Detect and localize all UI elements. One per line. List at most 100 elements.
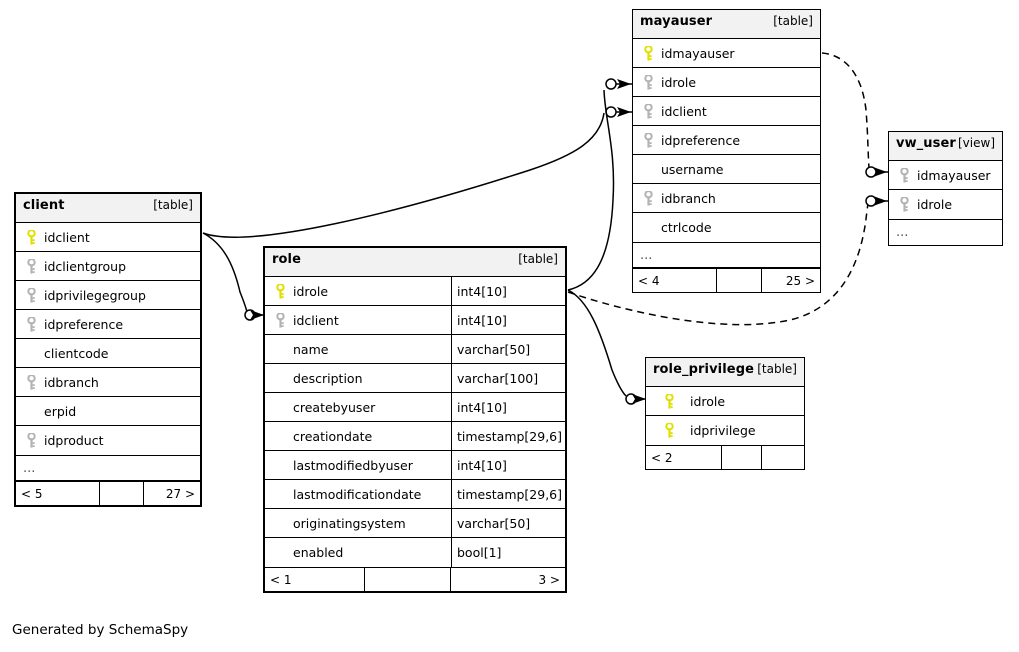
column-name-cell: idbranch <box>633 184 820 212</box>
entity-mayauser-header: mayauser [table] <box>633 10 820 39</box>
column-row[interactable]: idrole int4[10] <box>265 277 565 306</box>
entity-role-privilege-columns: idrole idprivilege <box>646 387 804 445</box>
entity-client[interactable]: client [table] idclient idclientgroup <box>14 192 202 507</box>
column-name-cell: idprivilegegroup <box>16 281 200 309</box>
column-label: idpreference <box>44 316 124 332</box>
column-label: enabled <box>293 545 344 560</box>
column-row[interactable]: idclient <box>16 223 200 252</box>
primary-key-icon <box>639 45 657 61</box>
column-name-cell: idclientgroup <box>16 252 200 280</box>
column-row[interactable]: name varchar[50] <box>265 335 565 364</box>
column-type: timestamp[29,6] <box>451 480 565 508</box>
outgoing-relationship-count[interactable]: 25 > <box>785 273 815 288</box>
column-row[interactable]: idbranch <box>16 368 200 397</box>
column-label: idclient <box>661 103 707 119</box>
column-name-cell: idrole <box>265 277 451 305</box>
column-label: idrole <box>661 74 697 90</box>
column-row[interactable]: lastmodificationdate timestamp[29,6] <box>265 480 565 509</box>
column-label: originatingsystem <box>293 515 406 531</box>
column-row[interactable]: description varchar[100] <box>265 364 565 393</box>
column-name-cell: erpid <box>16 397 200 425</box>
entity-mayauser-kind: [table] <box>773 14 813 28</box>
column-row[interactable]: idpreference <box>16 310 200 339</box>
entity-role[interactable]: role [table] idrole int4[10] idclient <box>263 246 567 593</box>
column-row[interactable]: idclient int4[10] <box>265 306 565 335</box>
entity-role-privilege[interactable]: role_privilege [table] idrole idprivileg… <box>645 357 805 470</box>
foreign-key-icon <box>22 258 40 274</box>
incoming-relationship-count[interactable]: < 1 <box>265 568 365 591</box>
column-label: ctrlcode <box>661 220 712 235</box>
footer-middle-cell <box>717 269 762 292</box>
column-type: varchar[100] <box>451 364 565 392</box>
column-label: idbranch <box>44 374 99 390</box>
column-label: lastmodifiedbyuser <box>293 457 413 473</box>
foreign-key-icon <box>22 316 40 332</box>
column-row[interactable]: erpid <box>16 397 200 426</box>
entity-mayauser[interactable]: mayauser [table] idmayauser idrole <box>632 9 821 293</box>
column-row[interactable]: idrole <box>633 68 820 97</box>
entity-vw-user[interactable]: vw_user [view] idmayauser idrole <box>888 131 1003 246</box>
column-label: idrole <box>917 197 953 212</box>
entity-role-footer: < 1 3 > <box>265 567 565 591</box>
column-row[interactable]: idprivilegegroup <box>16 281 200 310</box>
entity-role-columns: idrole int4[10] idclient int4[10] name <box>265 277 565 567</box>
column-label: idclient <box>293 312 339 328</box>
column-name-cell: description <box>265 364 451 392</box>
entity-role-name: role <box>272 252 302 267</box>
entity-role-privilege-kind: [table] <box>757 362 797 376</box>
column-row[interactable]: idproduct <box>16 426 200 455</box>
column-row[interactable]: idclientgroup <box>16 252 200 281</box>
column-row[interactable]: idrole <box>889 190 1002 219</box>
column-type: int4[10] <box>451 451 565 479</box>
column-row[interactable]: createbyuser int4[10] <box>265 393 565 422</box>
column-row[interactable]: idrole <box>646 387 804 416</box>
entity-vw-user-header: vw_user [view] <box>889 132 1002 161</box>
column-type: timestamp[29,6] <box>451 422 565 450</box>
foreign-key-icon <box>271 312 289 328</box>
column-row[interactable]: enabled bool[1] <box>265 538 565 567</box>
column-name-cell: name <box>265 335 451 363</box>
column-row[interactable]: idpreference <box>633 126 820 155</box>
outgoing-relationship-count[interactable]: 27 > <box>165 486 195 501</box>
entity-role-privilege-name: role_privilege <box>653 362 755 377</box>
entity-vw-user-name: vw_user <box>896 136 956 151</box>
column-row[interactable]: idclient <box>633 97 820 126</box>
column-row[interactable]: idmayauser <box>633 39 820 68</box>
outgoing-relationship-count <box>762 446 804 469</box>
footer-middle-cell <box>722 446 762 469</box>
column-row[interactable]: idprivilege <box>646 416 804 445</box>
column-name-cell: idproduct <box>16 426 200 455</box>
column-row[interactable]: idbranch <box>633 184 820 213</box>
column-row[interactable]: lastmodifiedbyuser int4[10] <box>265 451 565 480</box>
column-name-cell: ctrlcode <box>633 213 820 242</box>
column-row[interactable]: clientcode <box>16 339 200 368</box>
column-row[interactable]: username <box>633 155 820 184</box>
column-row[interactable]: creationdate timestamp[29,6] <box>265 422 565 451</box>
column-type: bool[1] <box>451 538 565 567</box>
column-name-cell: clientcode <box>16 339 200 367</box>
column-name-cell: lastmodifiedbyuser <box>265 451 451 479</box>
column-label: lastmodificationdate <box>293 486 422 502</box>
edge-mayauser-to-vwuser <box>821 52 888 178</box>
column-name-cell: idprivilege <box>646 416 804 445</box>
column-label: idmayauser <box>661 45 735 61</box>
more-columns-indicator: ... <box>889 219 1002 245</box>
incoming-relationship-count[interactable]: < 5 <box>16 482 100 505</box>
column-label: createbyuser <box>293 399 376 415</box>
incoming-relationship-count[interactable]: < 2 <box>646 446 722 469</box>
footer-middle-cell <box>100 482 144 505</box>
column-label: idclient <box>44 229 90 245</box>
column-label: idbranch <box>661 190 716 206</box>
diagram-caption: Generated by SchemaSpy <box>12 622 189 638</box>
column-type: int4[10] <box>451 306 565 334</box>
column-type: int4[10] <box>451 277 565 305</box>
foreign-key-icon <box>22 287 40 303</box>
entity-client-name: client <box>23 198 65 213</box>
outgoing-relationship-count[interactable]: 3 > <box>538 572 560 587</box>
column-label: clientcode <box>44 345 109 361</box>
column-row[interactable]: idmayauser <box>889 161 1002 190</box>
incoming-relationship-count[interactable]: < 4 <box>633 269 717 292</box>
column-row[interactable]: originatingsystem varchar[50] <box>265 509 565 538</box>
entity-client-columns: idclient idclientgroup idprivilegegroup <box>16 223 200 455</box>
column-row[interactable]: ctrlcode <box>633 213 820 242</box>
